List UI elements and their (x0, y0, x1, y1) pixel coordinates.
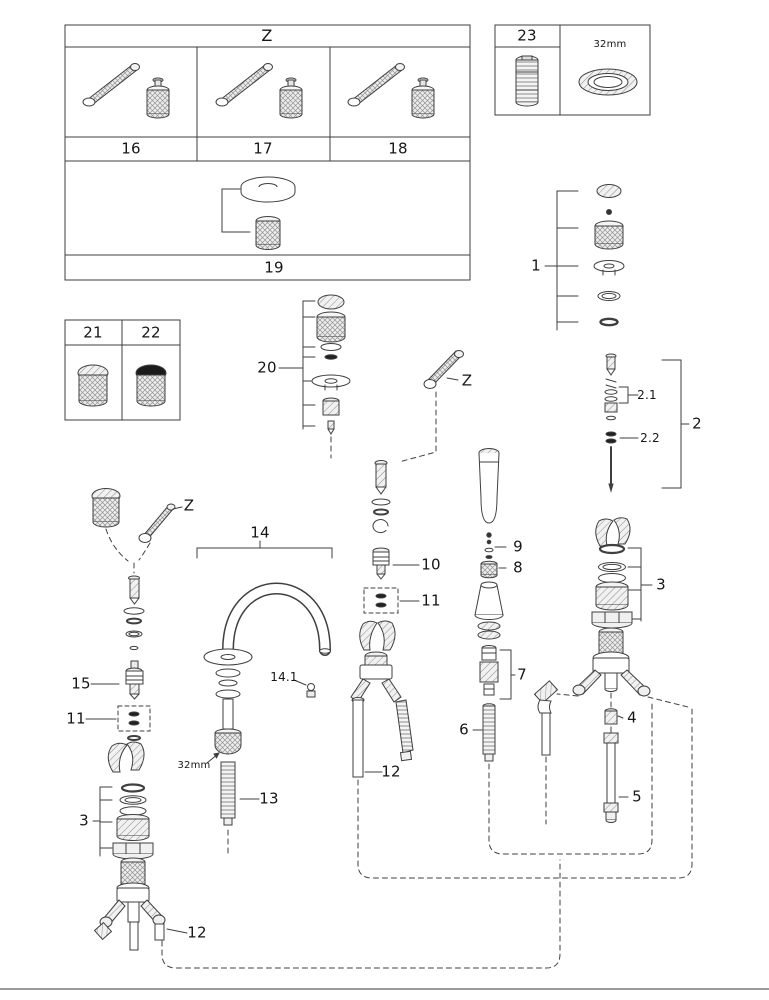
part-15-group (90, 660, 144, 700)
mounting-tool-drawing (515, 55, 539, 107)
callout-2-2: 2.2 (640, 431, 660, 445)
handshower-group (478, 448, 500, 524)
callout-20: 20 (257, 358, 277, 377)
callout-2-1: 2.1 (637, 388, 657, 402)
escutcheon-wings-right (595, 517, 631, 547)
part-8-group (480, 560, 507, 579)
callout-3-left: 3 (79, 811, 89, 830)
part-10-group (372, 547, 420, 580)
knob-variants-table (64, 319, 181, 421)
callout-10: 10 (421, 555, 441, 574)
callout-z-left: Z (183, 496, 195, 515)
callout-15: 15 (71, 674, 91, 693)
right-faucet-body (556, 627, 689, 709)
callout-23: 23 (517, 26, 537, 45)
handle-z-right (398, 350, 464, 463)
callout-17: 17 (253, 139, 273, 158)
left-stem-parts (123, 575, 145, 651)
part-9-group (484, 532, 507, 559)
callout-16: 16 (121, 139, 141, 158)
callout-3-right: 3 (656, 575, 666, 594)
callout-9: 9 (513, 537, 523, 556)
callout-12-center: 12 (381, 762, 401, 781)
part-13-group (206, 728, 260, 857)
knob-variant-21-drawing (77, 364, 109, 407)
part-2-group (604, 353, 690, 493)
left-faucet-body (93, 857, 561, 969)
part-11-left-group (85, 705, 151, 741)
part-1-group (544, 184, 625, 331)
part-3-right-group (591, 543, 653, 629)
callout-19: 19 (264, 258, 284, 277)
callout-z-header: Z (261, 26, 273, 45)
callout-11-center: 11 (421, 591, 441, 610)
part-11-center-group (363, 587, 420, 614)
callout-13: 13 (259, 789, 279, 808)
callout-11-left: 11 (66, 709, 86, 728)
part-20-group (278, 294, 351, 459)
callout-32mm-nut: 32mm (177, 760, 211, 771)
hose-connector-group (533, 680, 559, 825)
part-7-group (479, 645, 516, 700)
part-19-drawing (221, 176, 296, 250)
callout-14: 14 (250, 523, 270, 542)
ring-32mm-drawing (578, 68, 638, 96)
callout-8: 8 (513, 558, 523, 577)
callout-4: 4 (627, 708, 637, 727)
center-faucet-body (350, 620, 693, 879)
callout-12-left: 12 (187, 923, 207, 942)
callout-21: 21 (83, 323, 103, 342)
part-14-group (196, 540, 333, 730)
part-6-group (472, 701, 653, 855)
escutcheon-wings-left (107, 741, 145, 773)
shower-holder-cone (474, 581, 504, 640)
callout-1: 1 (531, 256, 541, 275)
part-4-group (604, 708, 624, 733)
handle-z-left (91, 488, 183, 574)
callout-6: 6 (459, 720, 469, 739)
callout-2: 2 (692, 414, 702, 433)
part-3-left-group (92, 783, 154, 860)
knob-variant-22-drawing (135, 364, 167, 407)
center-stem-parts (371, 460, 391, 534)
part-5-group (603, 732, 629, 823)
tool-23-box (494, 24, 651, 116)
callout-22: 22 (141, 323, 161, 342)
callout-18: 18 (388, 139, 408, 158)
callout-32mm-ring: 32mm (593, 39, 627, 50)
callout-7: 7 (517, 665, 527, 684)
callout-14-1: 14.1 (270, 670, 298, 684)
callout-5: 5 (632, 787, 642, 806)
callout-z-right: Z (461, 371, 473, 390)
